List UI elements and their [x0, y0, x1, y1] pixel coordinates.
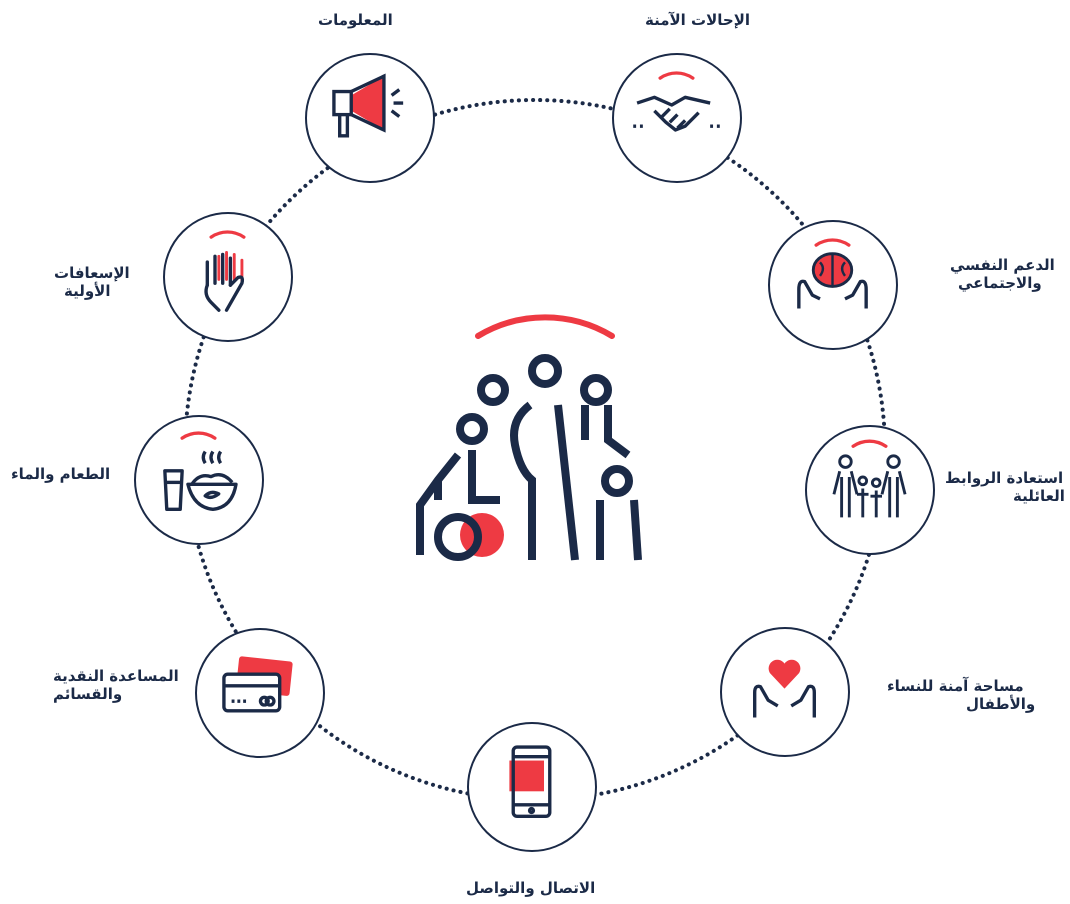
service-label-cash-assistance-1: المساعدة النقدية: [53, 667, 179, 685]
service-label-cash-assistance-2: والقسائم: [53, 685, 123, 703]
service-label-information: المعلومات: [318, 11, 393, 29]
megaphone-icon: [332, 73, 404, 138]
service-label-family-links-2: العائلية: [1013, 487, 1065, 505]
brain-hands-icon: [797, 238, 868, 309]
service-node-safe-referrals[interactable]: [612, 53, 742, 183]
service-label-food-water: الطعام والماء: [11, 465, 111, 483]
service-node-first-aid[interactable]: [163, 212, 293, 342]
service-label-family-links-1: استعادة الروابط: [945, 469, 1064, 487]
service-label-safe-referrals: الإحالات الآمنة: [645, 11, 751, 29]
service-node-safe-space[interactable]: [720, 627, 850, 757]
service-node-communication[interactable]: [467, 722, 597, 852]
handshake-icon: [633, 71, 720, 132]
service-label-psychosocial-support-1: الدعم النفسي: [950, 256, 1055, 274]
service-node-family-links[interactable]: [805, 425, 935, 555]
service-node-cash-assistance[interactable]: [195, 628, 325, 758]
service-label-safe-space-1: مساحة آمنة للنساء: [887, 677, 1024, 695]
food-water-icon: [163, 431, 238, 511]
service-node-information[interactable]: [305, 53, 435, 183]
service-node-food-water[interactable]: [134, 415, 264, 545]
service-label-first-aid-2: الأولية: [64, 282, 111, 300]
service-label-first-aid-1: الإسعافات: [54, 264, 130, 282]
family-icon: [832, 439, 907, 518]
service-label-safe-space-2: والأطفال: [966, 695, 1036, 713]
service-label-communication: الاتصال والتواصل: [466, 879, 596, 897]
heart-hands-icon: [753, 659, 816, 718]
cards-icon: [222, 656, 293, 713]
family-wheelchair-icon: [416, 314, 642, 561]
phone-icon: [509, 745, 552, 818]
service-node-psychosocial-support[interactable]: [768, 220, 898, 350]
service-label-psychosocial-support-2: والاجتماعي: [958, 274, 1042, 292]
raised-hand-icon: [204, 230, 246, 312]
